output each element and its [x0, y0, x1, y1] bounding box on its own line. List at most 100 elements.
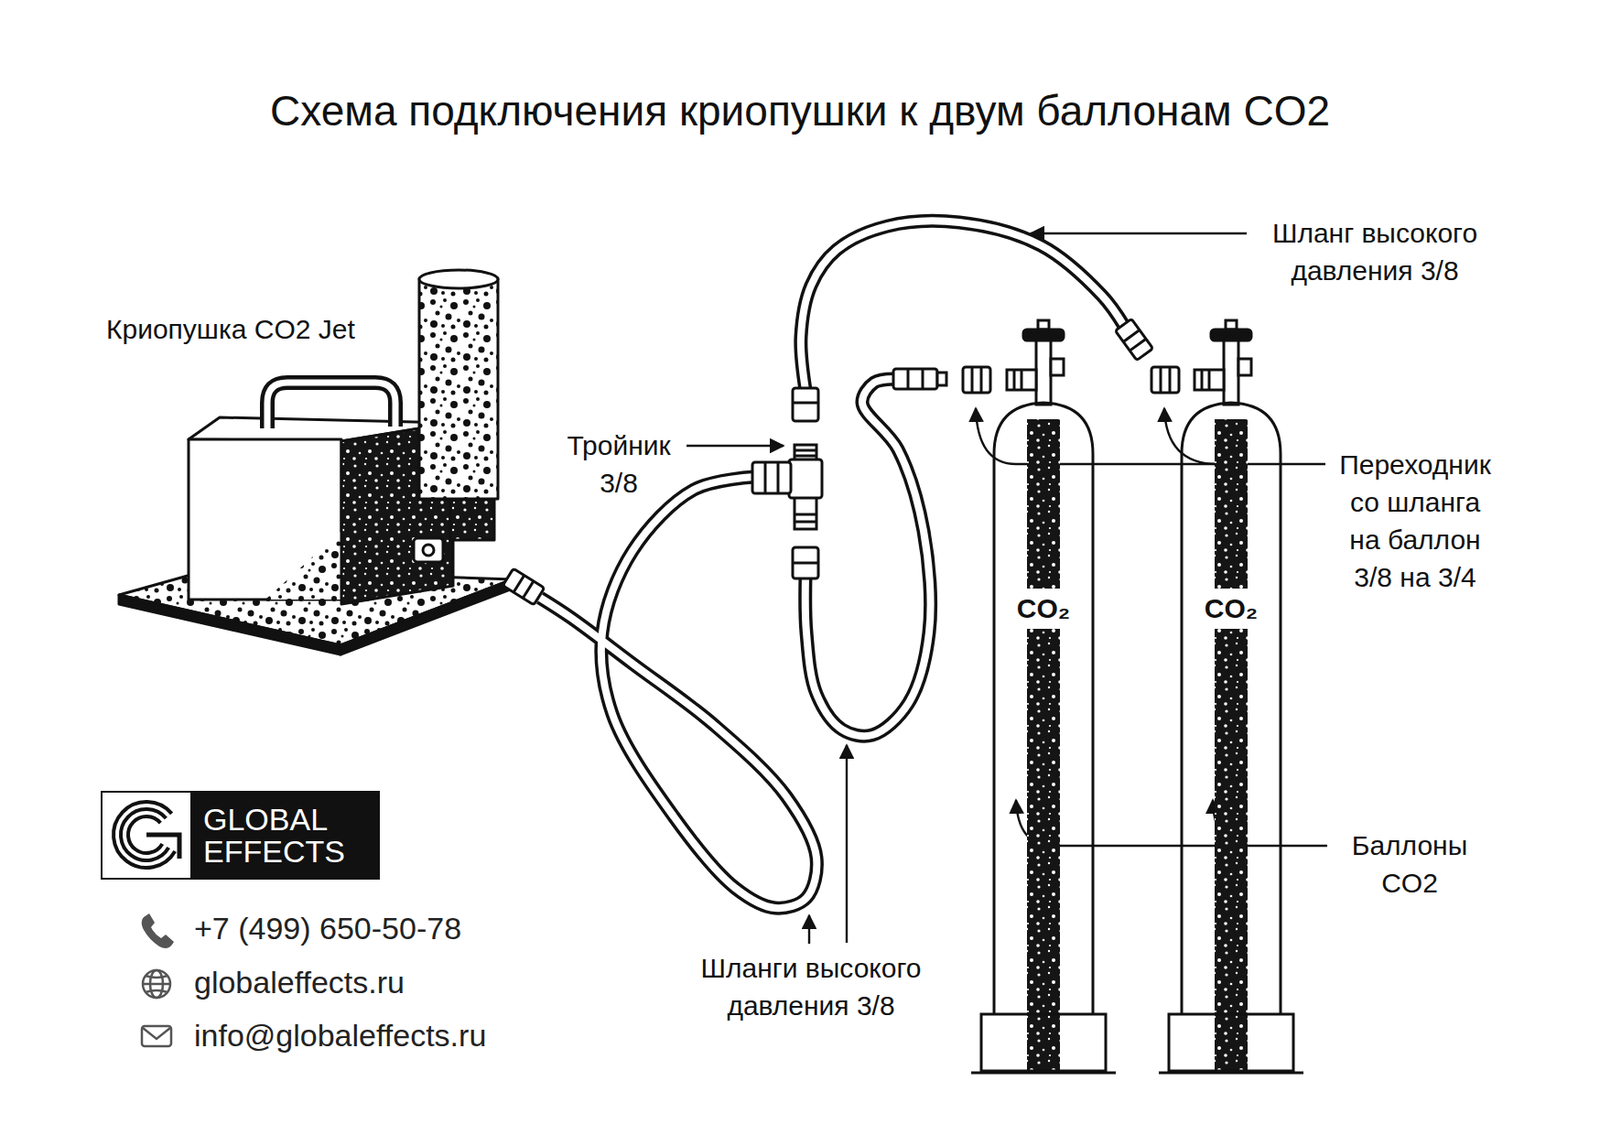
globe-icon — [142, 970, 171, 998]
hose-fitting — [513, 574, 525, 593]
cryo-cannon — [265, 530, 342, 600]
hose-to-cylinder-adapter — [971, 367, 974, 393]
contact-phone-slot: +7 (499) 650-50-78 — [194, 909, 462, 948]
hose-fitting — [522, 581, 534, 599]
hose-fitting — [502, 568, 545, 606]
cylinder-valve — [1020, 369, 1024, 390]
hose-fitting — [502, 568, 545, 606]
cryo-cannon — [413, 538, 444, 563]
co2-cylinder: CO₂ — [969, 399, 1118, 1077]
title-slot: Схема подключения криопушки к двум балло… — [0, 86, 1600, 137]
cylinder-texture — [1214, 419, 1248, 1071]
tee-fitting — [752, 462, 791, 494]
cylinder-outline — [969, 399, 1118, 1077]
hose-fitting — [792, 562, 819, 565]
hose-fitting — [1114, 318, 1153, 360]
cylinder-valve — [1200, 369, 1204, 390]
cylinder-texture — [1027, 419, 1060, 1071]
hose-body — [540, 476, 817, 909]
cylinder-label: CO₂ — [1010, 588, 1077, 629]
hose-outline — [540, 476, 817, 909]
cryo-cannon — [267, 382, 396, 429]
leader-arrow — [808, 915, 811, 944]
mail-icon — [141, 1026, 172, 1047]
callout-label-slot: Баллоны CO2 — [1340, 826, 1479, 902]
floor-line — [1158, 1071, 1304, 1075]
cylinder-valve — [1006, 320, 1252, 405]
hose-fitting — [907, 368, 910, 390]
leader-arrow — [1030, 232, 1247, 235]
hose-body — [800, 220, 1125, 390]
co2-cylinder: CO₂ — [1156, 399, 1306, 1077]
hose-to-cylinder-adapter — [1151, 367, 1179, 393]
tee-fitting — [777, 462, 780, 494]
hose-fitting — [893, 368, 938, 390]
logo-text: GLOBAL EFFECTS — [190, 792, 379, 878]
cylinder-valve — [1050, 358, 1064, 376]
phone-icon — [141, 913, 174, 949]
hose-outline — [800, 220, 1125, 390]
mail-icon — [142, 1027, 171, 1039]
contact-email: info@globaleffects.ru — [194, 1016, 487, 1055]
hose-to-cylinder-adapter — [980, 367, 984, 393]
cryo-cannon — [419, 270, 498, 289]
cylinder-valve — [1208, 369, 1211, 390]
phone-icon — [141, 913, 174, 949]
logo-mark — [146, 834, 180, 859]
callout-label: Переходник со шланга на баллон 3/8 на 3/… — [1333, 445, 1497, 596]
callout-label: Шланги высокого давления 3/8 — [691, 949, 931, 1025]
cryo-cannon — [419, 279, 498, 499]
cylinder-valve — [1023, 329, 1064, 341]
hose-fitting — [792, 401, 819, 405]
contact-phone: +7 (499) 650-50-78 — [194, 909, 462, 948]
cylinder-valve — [1238, 358, 1252, 376]
hose-to-cylinder-adapter — [1159, 367, 1163, 393]
hose-fitting — [1114, 318, 1153, 360]
cylinder-valve — [1194, 369, 1224, 390]
hose-outline — [805, 378, 931, 736]
globe-icon — [142, 970, 171, 998]
diagram-title: Схема подключения криопушки к двум балло… — [270, 86, 1330, 137]
callout-label: Баллоны CO2 — [1340, 826, 1479, 902]
hose-to-cylinder-adapter — [962, 367, 1179, 393]
cylinder-valve — [1013, 369, 1017, 390]
hose-fitting — [1123, 329, 1140, 342]
cylinder-label: CO₂ — [1198, 588, 1265, 629]
callout-label-slot: Тройник 3/8 — [554, 426, 683, 502]
callout-label: Шланг высокого давления 3/8 — [1254, 214, 1495, 290]
tee-fitting — [752, 444, 822, 530]
cylinder-valve — [1006, 369, 1037, 390]
contact-website-slot: globaleffects.ru — [194, 963, 405, 1002]
cylinder-foot — [1168, 1014, 1294, 1071]
cylinder-valve — [1223, 340, 1239, 405]
hose-body — [805, 378, 931, 736]
cylinder-valve — [1210, 329, 1252, 341]
hose-fitting — [792, 547, 819, 579]
cryo-cannon — [267, 382, 396, 429]
contact-email-slot: info@globaleffects.ru — [194, 1016, 487, 1055]
hose-fitting — [1129, 338, 1146, 351]
cylinder-valve — [1036, 340, 1051, 405]
globe-icon — [145, 975, 168, 978]
globe-icon — [145, 990, 168, 993]
mail-icon — [141, 1026, 172, 1047]
hose-to-cylinder-adapter — [962, 367, 991, 393]
leader-arrow — [845, 745, 848, 943]
callout-label-slot: Шланг высокого давления 3/8 — [1254, 214, 1495, 290]
hose-fitting — [937, 372, 947, 386]
leader-arrow — [686, 444, 784, 447]
cryo-cannon — [188, 439, 342, 600]
tee-fitting — [794, 454, 817, 458]
cylinder-foot — [981, 1014, 1106, 1071]
callout-label-slot: Шланги высокого давления 3/8 — [691, 949, 931, 1025]
cryo-cannon — [422, 544, 434, 556]
contact-website: globaleffects.ru — [194, 963, 405, 1002]
tee-fitting — [794, 513, 817, 517]
cylinder-outline — [1156, 399, 1306, 1077]
hose-to-cylinder-adapter — [1168, 367, 1172, 393]
part-label-slot: Криопушка CO2 Jet — [106, 313, 356, 346]
hose-fitting — [921, 368, 925, 390]
logo-box: GLOBAL EFFECTS — [100, 790, 380, 880]
callout-label-slot: Переходник со шланга на баллон 3/8 на 3/… — [1333, 445, 1497, 596]
